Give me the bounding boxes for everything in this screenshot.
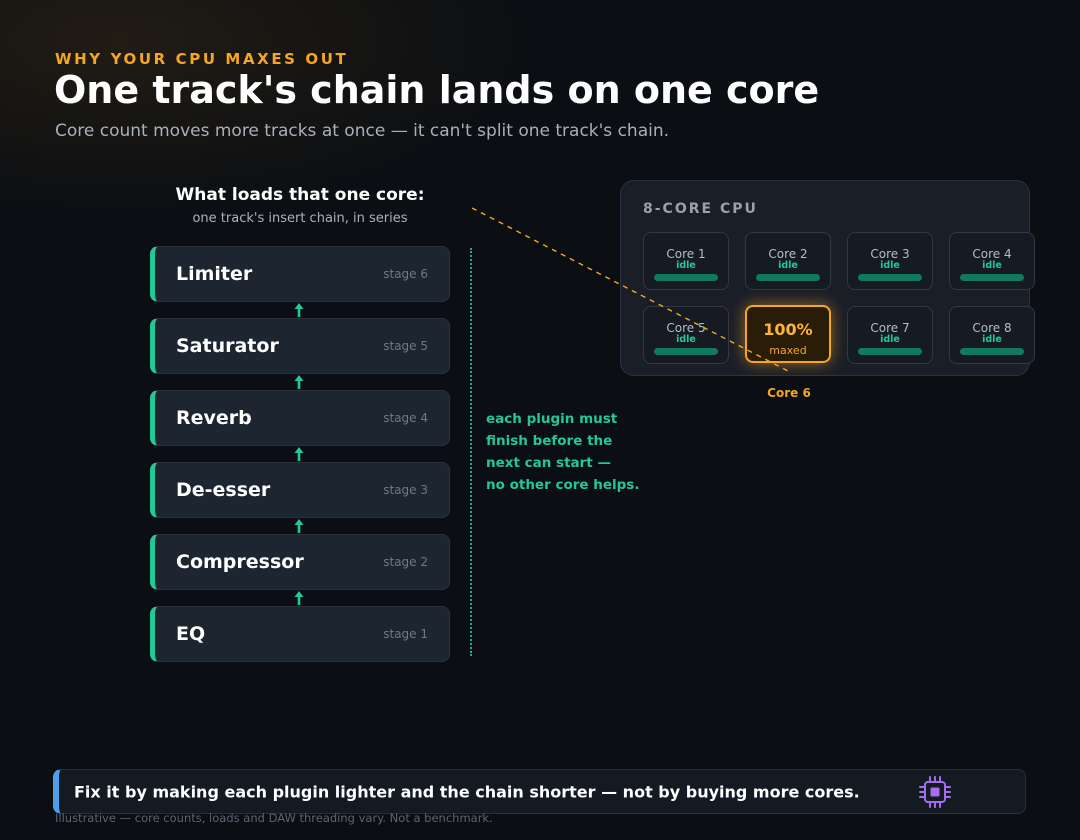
core-state: idle — [982, 334, 1002, 345]
stage-card-eq: EQ stage 1 — [150, 606, 450, 662]
series-note-line: next can start — — [486, 455, 611, 471]
core-load-bar — [858, 274, 922, 281]
core-load-percent: 100% — [763, 320, 813, 339]
core-load-bar — [756, 274, 820, 281]
chain-subheading: one track's insert chain, in series — [192, 211, 408, 226]
stage-name: Limiter — [176, 263, 253, 285]
core-tile-5: Core 5 idle — [643, 306, 729, 364]
stage-number: stage 4 — [383, 411, 428, 425]
stage-number: stage 3 — [383, 483, 428, 497]
core-name: Core 8 — [972, 321, 1012, 335]
stage-name: De-esser — [176, 479, 271, 501]
core-load-bar — [960, 274, 1024, 281]
chain-heading: What loads that one core: — [175, 185, 425, 205]
up-arrow-icon — [294, 447, 304, 461]
core-name: Core 3 — [870, 247, 910, 261]
stage-number: stage 1 — [383, 627, 428, 641]
core-tile-6-maxed: 100% maxed — [745, 305, 831, 363]
series-note-line: no other core helps. — [486, 477, 640, 493]
callout-text: Fix it by making each plugin lighter and… — [74, 782, 860, 801]
footnote: Illustrative — core counts, loads and DA… — [55, 811, 493, 825]
series-note: each plugin must finish before the next … — [486, 408, 639, 496]
stage-number: stage 6 — [383, 267, 428, 281]
stage-card-reverb: Reverb stage 4 — [150, 390, 450, 446]
core-tile-4: Core 4 idle — [949, 232, 1035, 290]
stage-card-compressor: Compressor stage 2 — [150, 534, 450, 590]
core-load-bar — [654, 348, 718, 355]
series-note-line: finish before the — [486, 433, 613, 449]
core-load-bar — [960, 348, 1024, 355]
core-state: idle — [676, 260, 696, 271]
up-arrow-icon — [294, 375, 304, 389]
eyebrow-label: WHY YOUR CPU MAXES OUT — [55, 50, 349, 68]
stage-name: Saturator — [176, 335, 279, 357]
core-state: idle — [778, 260, 798, 271]
maxed-core-caption: Core 6 — [767, 386, 811, 400]
core-state: idle — [880, 260, 900, 271]
core-tile-3: Core 3 idle — [847, 232, 933, 290]
core-name: Core 4 — [972, 247, 1012, 261]
series-note-line: each plugin must — [486, 411, 618, 427]
callout-banner: Fix it by making each plugin lighter and… — [53, 769, 1026, 814]
stage-number: stage 5 — [383, 339, 428, 353]
core-tile-2: Core 2 idle — [745, 232, 831, 290]
core-name: Core 7 — [870, 321, 910, 335]
core-tile-8: Core 8 idle — [949, 306, 1035, 364]
series-divider — [470, 248, 472, 656]
stage-card-limiter: Limiter stage 6 — [150, 246, 450, 302]
core-name: Core 5 — [666, 321, 706, 335]
up-arrow-icon — [294, 591, 304, 605]
core-load-bar — [858, 348, 922, 355]
up-arrow-icon — [294, 303, 304, 317]
core-state: idle — [676, 334, 696, 345]
core-name: Core 2 — [768, 247, 808, 261]
up-arrow-icon — [294, 519, 304, 533]
core-load-bar — [654, 274, 718, 281]
page-title: One track's chain lands on one core — [54, 68, 820, 112]
core-tile-7: Core 7 idle — [847, 306, 933, 364]
stage-card-de-esser: De-esser stage 3 — [150, 462, 450, 518]
stage-name: Compressor — [176, 551, 304, 573]
stage-name: Reverb — [176, 407, 252, 429]
cpu-label: 8-CORE CPU — [643, 201, 758, 217]
core-state: idle — [880, 334, 900, 345]
core-state: idle — [982, 260, 1002, 271]
stage-card-saturator: Saturator stage 5 — [150, 318, 450, 374]
cpu-chip-icon — [919, 776, 951, 808]
cpu-panel: 8-CORE CPU Core 1 idle Core 2 idle Core … — [620, 180, 1035, 376]
page-subtitle: Core count moves more tracks at once — i… — [55, 121, 670, 141]
core-tile-1: Core 1 idle — [643, 232, 729, 290]
stage-name: EQ — [176, 623, 206, 645]
stage-number: stage 2 — [383, 555, 428, 569]
core-state: maxed — [769, 344, 807, 357]
core-name: Core 1 — [666, 247, 706, 261]
